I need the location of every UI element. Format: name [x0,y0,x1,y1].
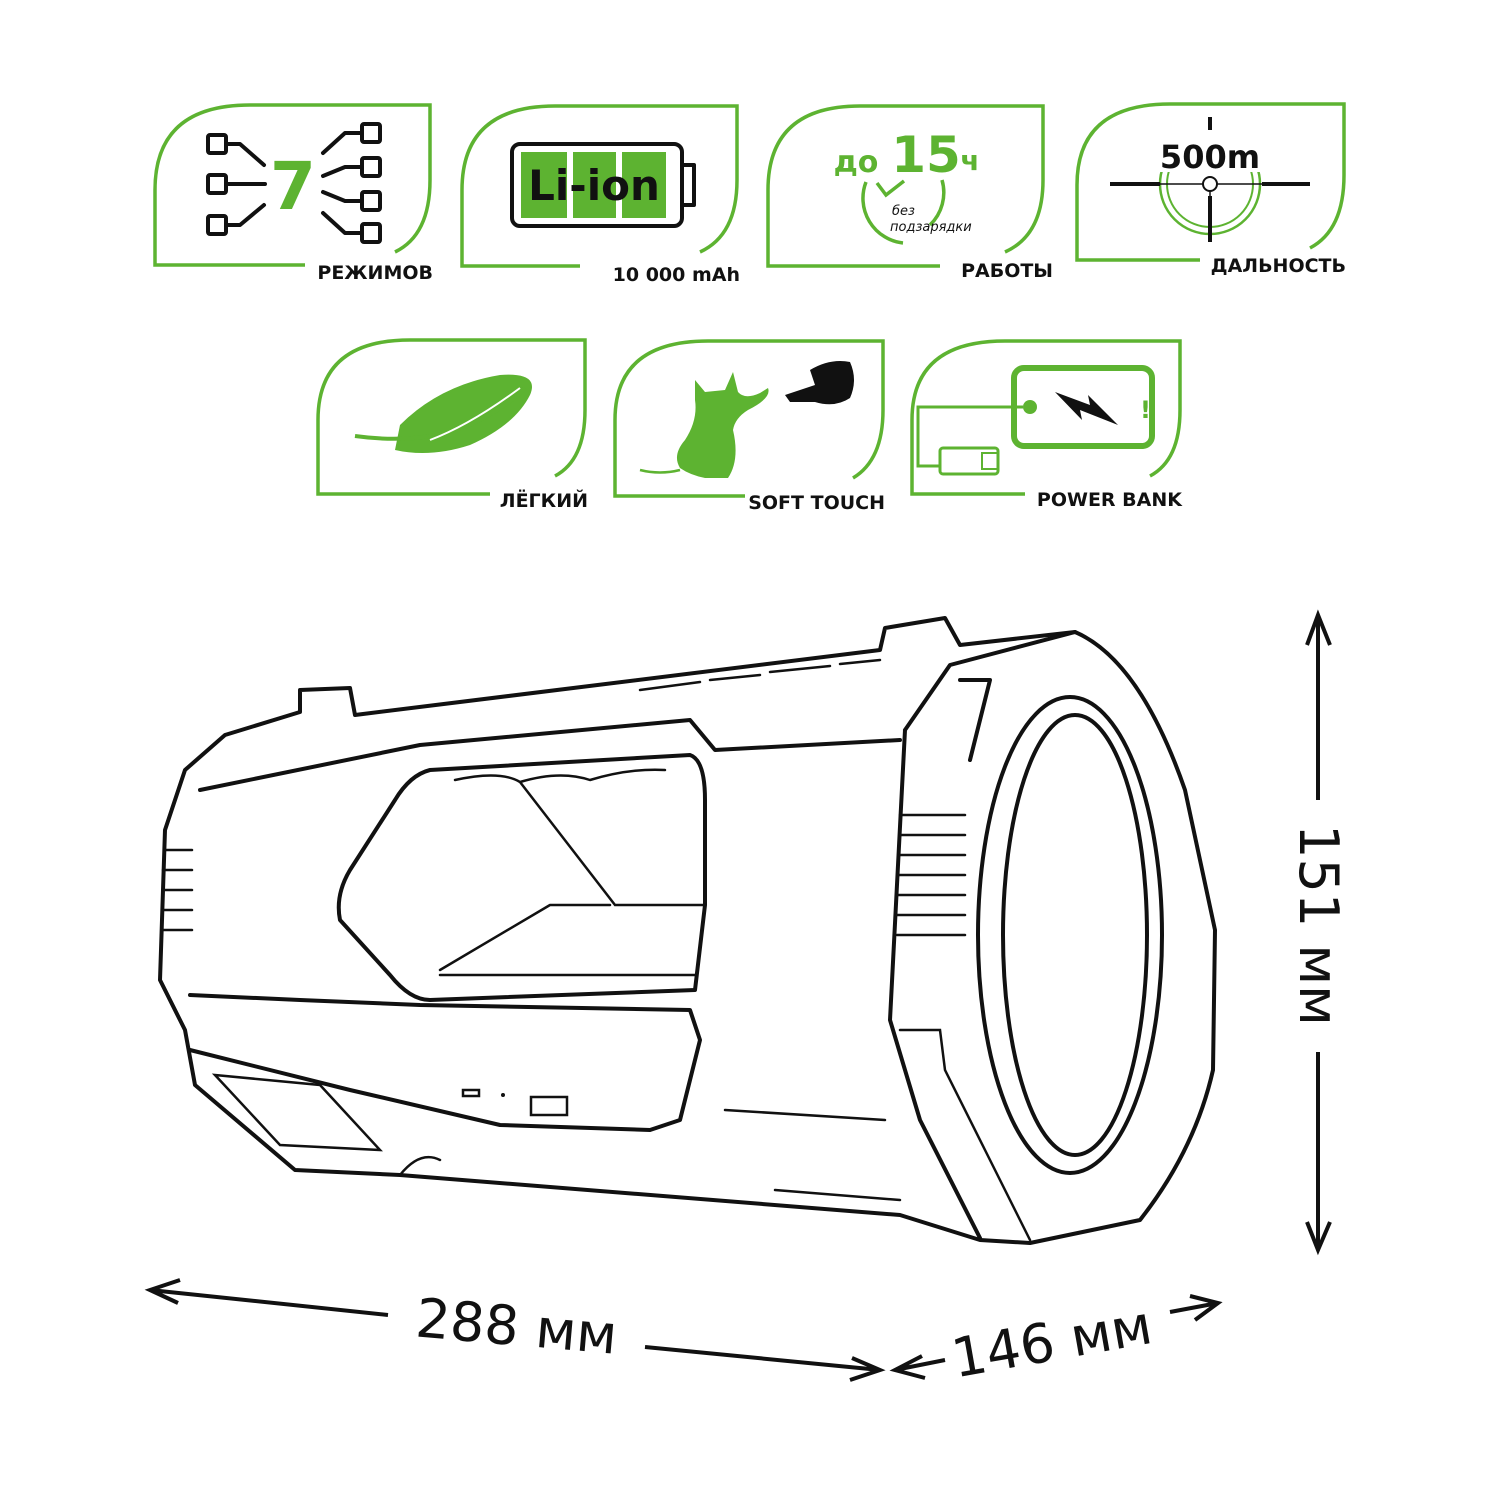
height-label: 151 мм [1287,824,1350,1026]
feature-label-light: ЛЁГКИЙ [500,488,588,512]
runtime-note-2: подзарядки [890,220,972,235]
dimension-height: 151 мм [1287,609,1350,1256]
feature-card-soft-touch: SOFT TOUCH [613,339,885,514]
feature-label-runtime: РАБОТЫ [961,260,1053,282]
feature-label-soft-touch: SOFT TOUCH [748,492,885,514]
range-value: 500m [1160,138,1260,176]
length-label: 288 мм [413,1286,619,1366]
feature-card-runtime: до 15 ч без подзарядки РАБОТЫ [766,104,1053,282]
svg-text:!: ! [1140,396,1151,424]
battery-icon: Li-ion [510,142,696,228]
feature-card-range: 500m ДАЛЬНОСТЬ [1075,102,1346,277]
feature-label-modes: РЕЖИМОВ [317,262,433,284]
dimension-width: 146 мм [889,1293,1223,1390]
width-label: 146 мм [947,1293,1157,1390]
feather-icon [354,374,532,454]
runtime-hours: 15 [891,126,961,184]
feature-label-battery: 10 000 mAh [613,264,740,286]
runtime-note-1: без [892,204,915,219]
crosshair-icon: 500m [1110,117,1310,242]
flashlight-illustration [158,616,1217,1245]
clock-icon: до 15 ч без подзарядки [834,126,980,245]
modes-icon: 7 [206,122,382,244]
feature-label-power-bank: POWER BANK [1037,489,1183,511]
battery-type: Li-ion [528,161,660,210]
feature-card-light: ЛЁГКИЙ [316,338,588,512]
dimension-length: 288 мм [144,1278,886,1382]
kitten-touch-icon [639,361,854,478]
runtime-unit: ч [960,144,979,177]
feature-card-power-bank: ! POWER BANK [910,339,1183,511]
feature-card-modes: 7 РЕЖИМОВ [153,103,433,284]
runtime-prefix: до [834,145,879,180]
feature-label-range: ДАЛЬНОСТЬ [1211,255,1346,277]
power-bank-icon: ! [916,365,1155,476]
modes-count: 7 [270,148,316,225]
feature-card-battery: Li-ion 10 000 mAh [460,104,740,286]
